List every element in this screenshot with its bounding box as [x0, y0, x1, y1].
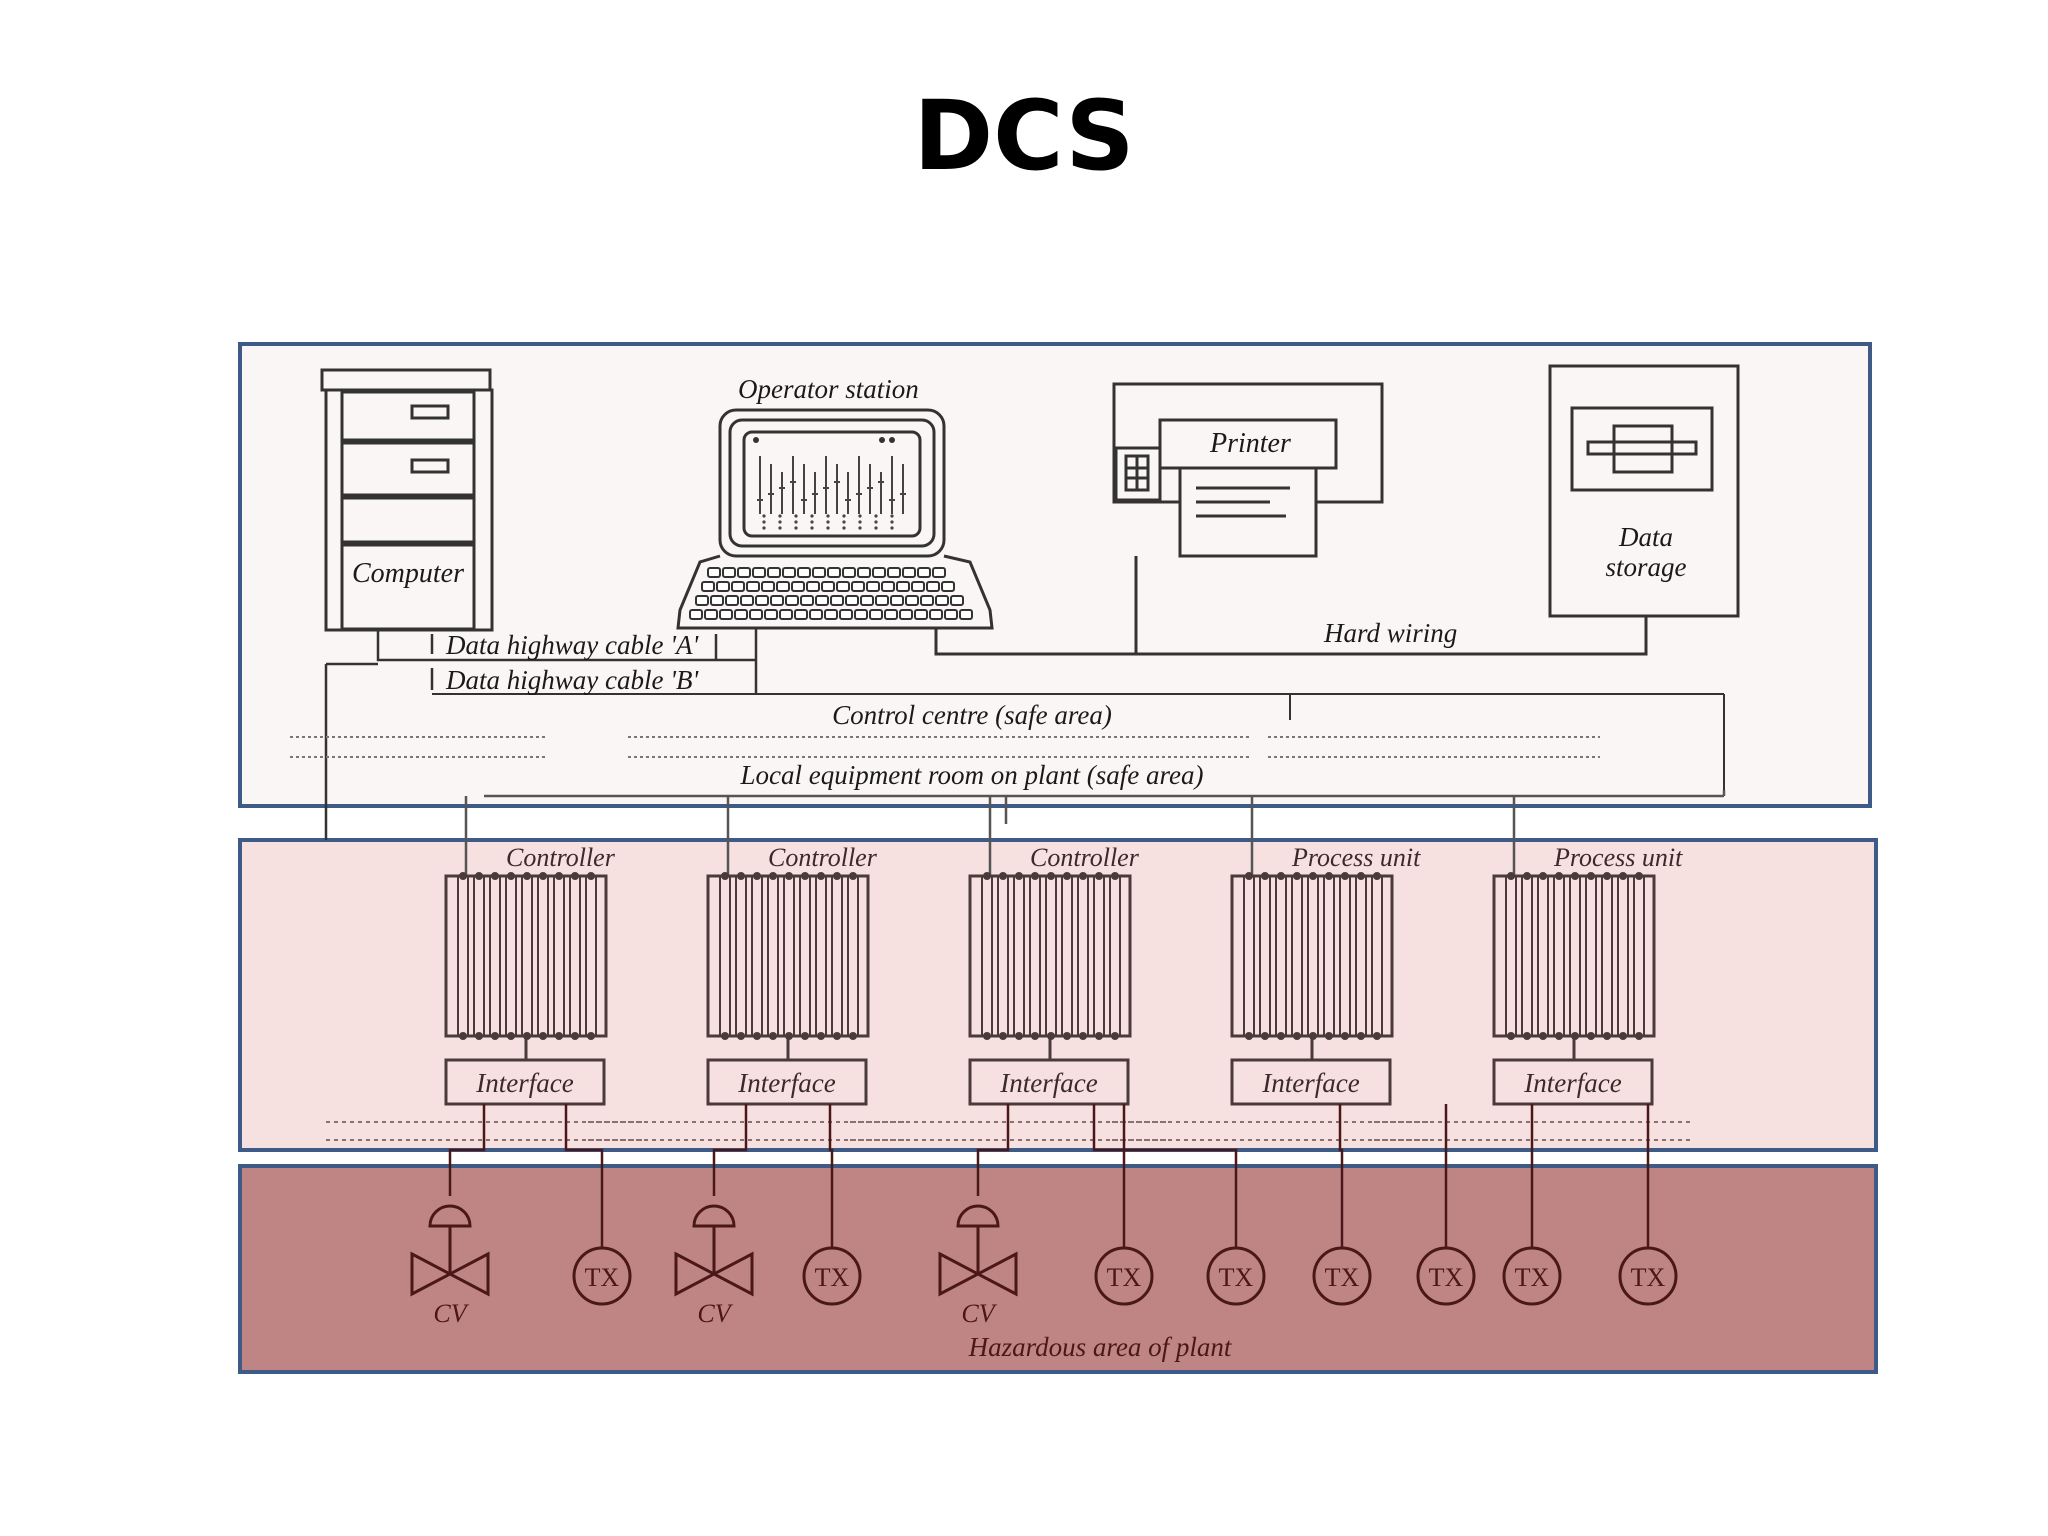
device-label: TX	[585, 1263, 620, 1292]
device-label: CV	[697, 1299, 733, 1328]
data-storage-label-line1: Data	[1618, 522, 1673, 552]
interface-box	[706, 1058, 868, 1106]
device-label: TX	[1631, 1263, 1666, 1292]
valve-body-icon	[938, 1251, 1018, 1297]
control-room-zone	[238, 342, 1872, 808]
control-valve: CV	[938, 1104, 1018, 1328]
local-equipment-room-label: Local equipment room on plant (safe area…	[740, 760, 1204, 790]
local-bus-lines	[484, 790, 1726, 824]
printer-icon	[1112, 382, 1384, 558]
rack-label: Controller	[1030, 843, 1140, 872]
valve-body-icon	[410, 1251, 490, 1297]
transmitter-icon	[572, 1246, 632, 1306]
hard-wiring-label: Hard wiring	[1323, 618, 1457, 648]
rack-label: Controller	[768, 843, 878, 872]
printer-label: Printer	[1209, 428, 1291, 459]
transmitter-icon	[1618, 1246, 1678, 1306]
valve-actuator-icon	[956, 1204, 1000, 1228]
hazardous-area-label: Hazardous area of plant	[968, 1332, 1233, 1362]
device-label: TX	[1219, 1263, 1254, 1292]
device-label: TX	[815, 1263, 850, 1292]
device-label: TX	[1107, 1263, 1142, 1292]
device-label: TX	[1429, 1263, 1464, 1292]
transmitter-icon	[1416, 1246, 1476, 1306]
device-label: CV	[961, 1299, 997, 1328]
transmitter: TX	[1502, 1104, 1562, 1306]
valve-actuator-icon	[692, 1204, 736, 1228]
slide-title: DCS	[913, 80, 1135, 192]
transmitter: TX	[1618, 1104, 1678, 1306]
device-label: TX	[1325, 1263, 1360, 1292]
transmitter: TX	[1312, 1104, 1372, 1306]
control-valve: CV	[674, 1104, 754, 1328]
valve-actuator-icon	[428, 1204, 472, 1228]
transmitter: TX	[1092, 1104, 1154, 1306]
interface-label: Interface	[1261, 1068, 1359, 1098]
control-valve: CV	[410, 1104, 490, 1328]
interface-box	[444, 1058, 606, 1106]
interface-label: Interface	[1523, 1068, 1621, 1098]
interface-box	[968, 1058, 1130, 1106]
transmitter-icon	[1502, 1246, 1562, 1306]
zone-boundary-dotted-lines	[290, 736, 1600, 758]
transmitter-icon	[1312, 1246, 1372, 1306]
keyboard-icon	[689, 567, 973, 620]
rack-label: Process unit	[1553, 843, 1683, 872]
transmitter: TX	[1416, 1104, 1476, 1306]
data-highway-b-label: Data highway cable 'B'	[445, 665, 699, 695]
transmitter: TX	[802, 1104, 862, 1306]
transmitter: TX	[1122, 1104, 1266, 1306]
valve-body-icon	[674, 1251, 754, 1297]
interface-label: Interface	[737, 1068, 835, 1098]
device-label: TX	[1515, 1263, 1550, 1292]
transmitter-icon	[1094, 1246, 1154, 1306]
data-storage-label-line2: storage	[1606, 552, 1687, 582]
computer-label: Computer	[352, 558, 464, 589]
hard-wiring-lines	[934, 556, 1648, 656]
rack-label: Process unit	[1291, 843, 1421, 872]
interface-box	[1492, 1058, 1654, 1106]
data-highway-cables	[324, 628, 1725, 840]
rack-label: Controller	[506, 843, 616, 872]
interface-label: Interface	[475, 1068, 573, 1098]
device-label: CV	[433, 1299, 469, 1328]
screen-trend-bars-icon	[757, 456, 906, 530]
data-highway-a-label: Data highway cable 'A'	[445, 630, 699, 660]
operator-terminal-icon	[676, 408, 994, 630]
transmitter-icon	[802, 1246, 862, 1306]
computer-cabinet-icon	[320, 368, 494, 632]
operator-station-label: Operator station	[738, 374, 919, 404]
interface-label: Interface	[999, 1068, 1097, 1098]
transmitter-icon	[1206, 1246, 1266, 1306]
control-centre-label: Control centre (safe area)	[832, 700, 1112, 730]
data-storage-icon	[1548, 364, 1740, 618]
interface-box	[1230, 1058, 1392, 1106]
transmitter: TX	[564, 1104, 632, 1306]
hazardous-zone	[238, 1164, 1878, 1374]
